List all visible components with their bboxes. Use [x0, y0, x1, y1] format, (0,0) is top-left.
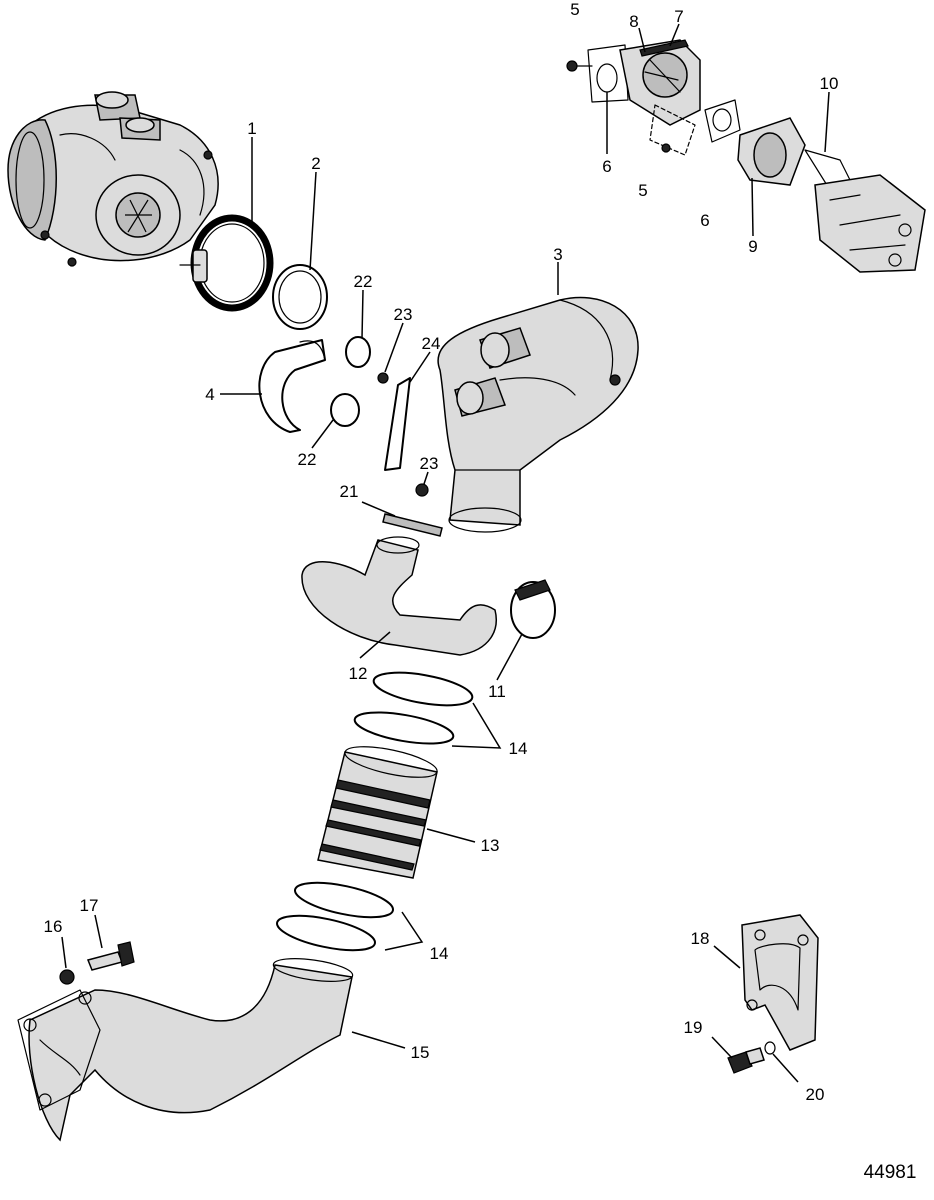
brace-drawing	[384, 377, 411, 471]
nut-drawing-2	[415, 483, 429, 497]
callout-15: 15	[411, 1043, 430, 1062]
hose-clamp-11-drawing	[510, 579, 556, 639]
bolt-19-drawing	[727, 1051, 753, 1074]
turbocharger-drawing	[7, 91, 219, 267]
callout-21: 21	[340, 482, 359, 501]
hose-drawing	[258, 339, 326, 433]
callout-4: 4	[205, 385, 214, 404]
callout-23-a: 23	[394, 305, 413, 324]
seal-ring-drawing	[372, 671, 474, 707]
callout-19: 19	[684, 1018, 703, 1037]
hose-clamp-drawing-2	[330, 393, 360, 427]
callout-14-b: 14	[430, 944, 449, 963]
figure-number: 44981	[864, 1162, 917, 1183]
exhaust-outlet-drawing	[17, 958, 354, 1142]
callout-17: 17	[80, 896, 99, 915]
bolt-17-drawing	[86, 951, 124, 971]
callout-6-a: 6	[602, 157, 611, 176]
seal-ring-drawing-4	[276, 914, 376, 952]
callout-13: 13	[481, 836, 500, 855]
callout-6-b: 6	[700, 211, 709, 230]
callout-16: 16	[44, 917, 63, 936]
exhaust-elbow-drawing	[437, 296, 639, 533]
nut-drawing	[377, 372, 389, 384]
nut-16-drawing	[59, 969, 75, 985]
callout-11: 11	[488, 682, 506, 701]
wastegate-elbow-drawing	[566, 39, 926, 273]
callout-14-a: 14	[509, 739, 528, 758]
callout-22-b: 22	[298, 450, 317, 469]
callout-2: 2	[311, 154, 320, 173]
callout-20: 20	[806, 1085, 825, 1104]
callout-12: 12	[349, 664, 368, 683]
callout-10: 10	[820, 74, 839, 93]
callout-3: 3	[553, 245, 562, 264]
seal-ring-drawing-2	[353, 711, 455, 745]
ring-drawing	[382, 513, 443, 537]
callout-1: 1	[247, 119, 256, 138]
callout-5-b: 5	[638, 181, 647, 200]
gasket-drawing	[272, 264, 328, 330]
callout-labels: 1 2 3 4 5 5 6 6 7 8 9 10 11 12 13 14 14 …	[44, 0, 839, 1104]
v-band-clamp-drawing	[179, 214, 274, 312]
hose-clamp-drawing	[345, 336, 371, 368]
washer-20-drawing	[764, 1041, 776, 1055]
leader-lines	[61, 23, 830, 1083]
callout-18: 18	[691, 929, 710, 948]
seal-ring-drawing-3	[294, 881, 394, 919]
callout-24: 24	[422, 334, 441, 353]
callout-9: 9	[748, 237, 757, 256]
sleeve-drawing	[317, 746, 438, 879]
callout-8: 8	[629, 12, 638, 31]
plate-18-drawing	[741, 914, 819, 1051]
callout-22-a: 22	[354, 272, 373, 291]
callout-7: 7	[674, 7, 683, 26]
callout-23-b: 23	[420, 454, 439, 473]
exhaust-pipe-drawing	[301, 539, 497, 656]
callout-5-a: 5	[570, 0, 579, 19]
